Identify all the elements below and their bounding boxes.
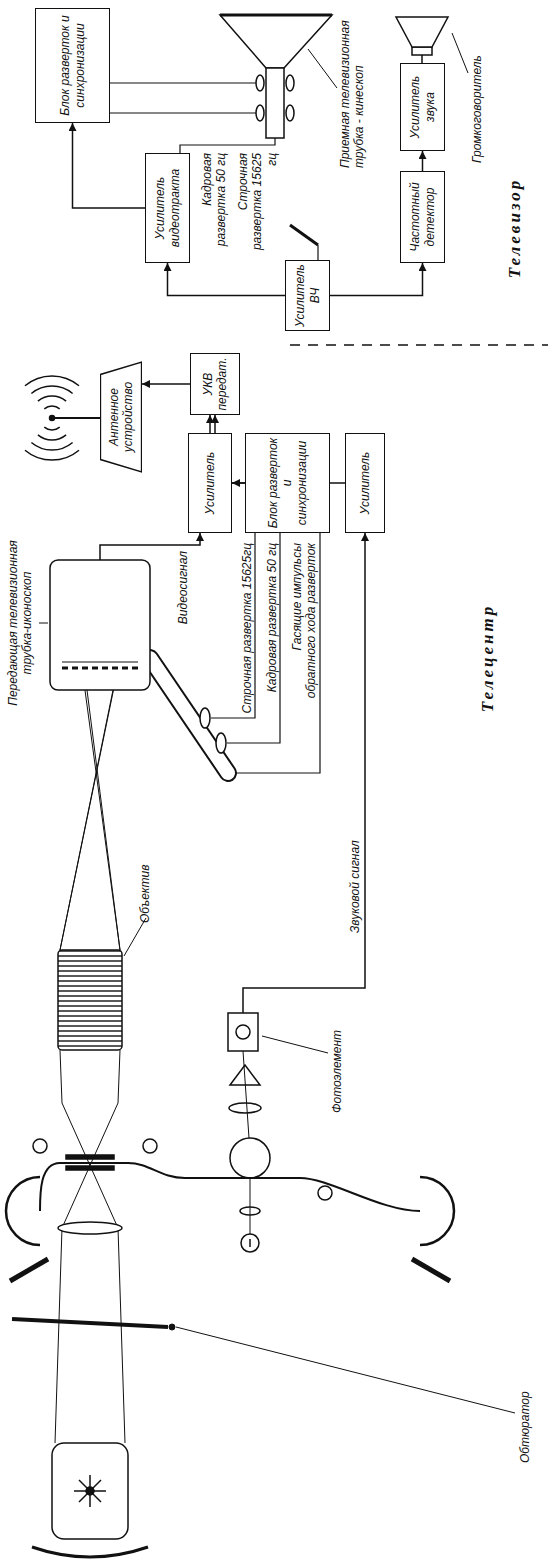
signal-connector	[73, 123, 146, 208]
film-mechanism	[6, 1139, 454, 1281]
process-box: Частотный детектор	[400, 171, 445, 263]
signal-connector	[209, 415, 211, 433]
box-label: Усилитель видеотракта	[153, 157, 182, 259]
section-title: Телевизор	[505, 153, 525, 303]
annotation-label: Передающая телевизионная трубка-иконоско…	[6, 533, 35, 713]
box-content: Усилитель	[358, 452, 372, 515]
annotation-label: Кадровая развертка 50 гц	[265, 543, 279, 723]
loudspeaker	[396, 17, 448, 63]
antenna-box: Антенное устройство	[100, 361, 142, 473]
annotation-label: Обтюратор	[518, 1353, 532, 1463]
process-box: Усилитель видеотракта	[145, 153, 190, 263]
box-label: Частотный детектор	[408, 175, 437, 259]
annotation-label: Объектив	[138, 843, 152, 923]
box-label: Антенное устройство	[107, 364, 136, 470]
box-content: Усилитель	[203, 452, 217, 515]
light-rays	[55, 668, 125, 1443]
process-box: Усилитель звука	[400, 63, 445, 151]
annotation-label: Гасящие импульсы обратного хода разверто…	[290, 543, 319, 705]
box-label: Усилитель	[358, 452, 372, 515]
process-box: Усилитель ВЧ	[285, 260, 330, 331]
annotation-label: Видеосигнал	[176, 551, 190, 643]
box-content: Блок разверток и синхронизации	[58, 12, 87, 119]
leader-lines	[39, 33, 515, 1413]
box-content: Усилитель видеотракта	[153, 157, 182, 259]
projector-lamp	[32, 1443, 148, 1557]
deflection-wires	[211, 533, 320, 773]
annotation-label: Кадровая развертка 50 гц	[200, 153, 229, 265]
signal-connector	[330, 263, 423, 296]
process-box: Усилитель	[188, 433, 232, 533]
annotation-label: Строчная развертка 15625 гц	[236, 153, 279, 265]
annotation-label: Строчная развертка 15625гц	[240, 543, 254, 723]
annotation-label: Громкоговоритель	[470, 13, 484, 163]
iconoscope	[50, 560, 228, 950]
objective-lens	[58, 950, 122, 1050]
process-box: УКВ передат.	[190, 353, 240, 415]
box-label: Усилитель	[203, 452, 217, 515]
signal-connector	[142, 383, 190, 385]
process-box: Блок разверток и синхронизации	[245, 433, 330, 533]
box-content: Блок разверток и синхронизации	[266, 437, 309, 529]
annotation-label: Фотоэлемент	[330, 1013, 344, 1113]
box-label: Усилитель звука	[408, 67, 437, 147]
sound-optics	[228, 1013, 270, 1252]
box-content: Антенное устройство	[107, 364, 136, 470]
process-box: Блок разверток и синхронизации	[35, 8, 110, 123]
box-content: Усилитель ВЧ	[293, 264, 322, 327]
annotation-label: Звуковой сигнал	[348, 803, 362, 933]
antenna-waves	[25, 376, 100, 460]
box-label: Блок разверток и синхронизации	[58, 12, 87, 119]
section-title: Телецентр	[478, 573, 498, 743]
kinescope	[110, 15, 332, 153]
trapezoid-shape	[100, 362, 141, 472]
box-content: Усилитель звука	[408, 67, 437, 147]
box-content: Частотный детектор	[408, 175, 437, 259]
box-label: УКВ передат.	[201, 357, 230, 411]
process-box: Усилитель	[345, 433, 385, 533]
signal-connector	[168, 263, 286, 296]
separator-line	[290, 344, 548, 346]
box-label: Блок разверток и синхронизации	[266, 437, 309, 529]
shutter	[12, 1319, 175, 1330]
box-content: УКВ передат.	[201, 357, 230, 411]
condenser-lens	[58, 1222, 122, 1234]
annotation-label: Приемная телевизионная трубка - кинескоп	[338, 10, 367, 168]
box-label: Усилитель ВЧ	[293, 264, 322, 327]
signal-connector	[422, 151, 424, 171]
